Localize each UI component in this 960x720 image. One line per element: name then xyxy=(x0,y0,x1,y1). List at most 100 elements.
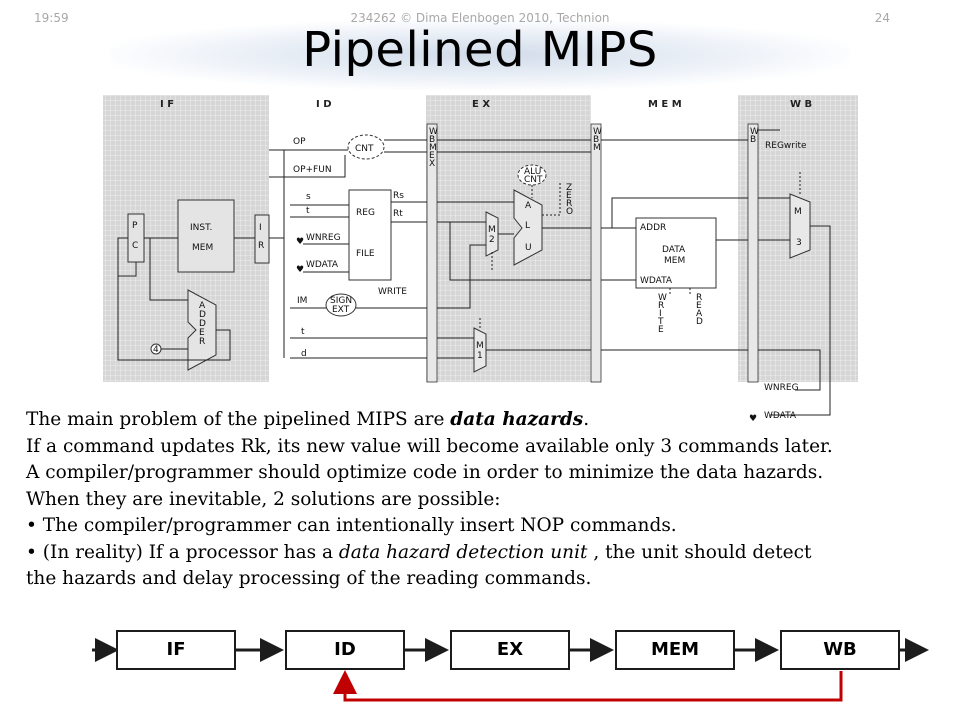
read-ctl-d: D xyxy=(696,317,703,327)
wire-rt-mem xyxy=(449,222,591,281)
sig-write: WRITE xyxy=(378,287,407,297)
stage-label-mem: M E M xyxy=(648,99,682,110)
wire-zero xyxy=(542,182,561,216)
sign-ext-label-2: EXT xyxy=(332,305,350,315)
stage-label-id: I D xyxy=(316,99,332,110)
adder-d1: D xyxy=(199,310,206,320)
latch-memwb-b: B xyxy=(750,135,756,145)
latch-idex-w: W xyxy=(429,127,438,137)
body-line-1-prefix: The main problem of the pipelined MIPS a… xyxy=(26,409,451,430)
pipeline-box-if: IF xyxy=(116,630,236,670)
cnt-block xyxy=(347,134,385,160)
sign-ext-label-1: SIGN xyxy=(330,296,352,306)
inst-mem-label-2: MEM xyxy=(192,243,213,253)
sig-wdata: WDATA xyxy=(306,260,339,270)
header-time: 19:59 xyxy=(34,11,69,25)
mux1-block xyxy=(473,327,487,373)
pipeline-box-mem: MEM xyxy=(615,630,735,670)
adder-a: A xyxy=(199,301,206,311)
feedback-arrow-wb-to-id xyxy=(333,670,843,702)
data-mem-block xyxy=(635,217,717,289)
latch-exmem-b: B xyxy=(593,135,599,145)
body-bullet-2-prefix: • (In reality) If a processor has a xyxy=(26,541,339,563)
zero-z: Z xyxy=(566,183,572,193)
alu-cnt-label-2: CNT xyxy=(524,175,543,185)
wdata-out-label: WDATA xyxy=(764,411,797,421)
wire-pc-adder xyxy=(149,238,188,301)
latch-mem-wb xyxy=(747,123,759,383)
body-text: The main problem of the pipelined MIPS a… xyxy=(26,407,946,593)
sig-t2: t xyxy=(301,327,305,337)
body-line-1: The main problem of the pipelined MIPS a… xyxy=(26,407,946,434)
read-ctl-r: R xyxy=(696,293,702,303)
latch-idex-m: M xyxy=(429,143,437,153)
pc-label-p: P xyxy=(132,221,138,231)
write-ctl-r: R xyxy=(658,301,664,311)
sig-opfun: OP+FUN xyxy=(293,165,332,175)
zero-e: E xyxy=(566,191,572,201)
zero-o: O xyxy=(566,207,573,217)
read-ctl-a: A xyxy=(696,309,703,319)
pipeline-box-id: ID xyxy=(285,630,405,670)
title-glow xyxy=(110,20,850,90)
sig-t: t xyxy=(306,206,310,216)
stage-label-ex: E X xyxy=(472,99,490,110)
reg-file-label-1: REG xyxy=(356,208,375,218)
write-ctl-i: I xyxy=(659,309,662,319)
body-bullet-2-emphasis: data hazard detection unit xyxy=(338,541,588,563)
sig-im: IM xyxy=(297,296,307,306)
sig-s: s xyxy=(306,192,311,202)
latch-idex-x: X xyxy=(429,159,435,169)
page-title: Pipelined MIPS xyxy=(302,22,658,78)
inst-mem-label-1: INST. xyxy=(190,223,212,233)
body-line-4: When they are inevitable, 2 solutions ar… xyxy=(26,488,501,510)
pipeline-box-wb: WB xyxy=(780,630,900,670)
mux2-block xyxy=(485,211,499,257)
wire-adder-back xyxy=(117,237,231,361)
body-line-1-emphasis: data hazards xyxy=(450,409,584,430)
wire-pc-loop xyxy=(118,262,137,277)
latch-ex-mem xyxy=(590,123,602,383)
heart-icon-wdata-out: ♥ xyxy=(749,414,757,424)
body-line-1-suffix: . xyxy=(583,409,590,430)
wire-opfun xyxy=(269,155,346,178)
stage-label-if: I F xyxy=(160,99,174,110)
mux3-label-3: 3 xyxy=(796,238,802,248)
zero-r: R xyxy=(566,199,572,209)
body-bullet-2: • (In reality) If a processor has a data… xyxy=(26,540,946,567)
data-mem-label-1: DATA xyxy=(662,245,686,255)
body-line-2: If a command updates Rk, its new value w… xyxy=(26,435,833,457)
mux1-label-m: M xyxy=(476,341,484,351)
wire-wb-mux3-out xyxy=(770,225,831,416)
adder-r: R xyxy=(199,337,205,347)
sig-wnreg: WNREG xyxy=(306,233,341,243)
write-ctl-w: W xyxy=(658,293,667,303)
stage-id-area xyxy=(269,95,426,382)
reg-file-block xyxy=(348,189,392,281)
write-ctl-e: E xyxy=(658,325,664,335)
adder-e: E xyxy=(199,328,205,338)
stage-label-wb: W B xyxy=(790,99,812,110)
latch-exmem-m: M xyxy=(593,143,601,153)
inst-mem-block xyxy=(177,199,235,273)
reg-rs-label: Rs xyxy=(393,191,404,201)
alu-block xyxy=(513,189,543,266)
body-bullet-2-suffix: , the unit should detect xyxy=(587,541,812,563)
latch-memwb-w: W xyxy=(750,127,759,137)
addr-label: ADDR xyxy=(640,223,666,233)
page-number: 24 xyxy=(874,11,890,25)
alu-cnt-label-1: ALU xyxy=(524,167,541,177)
alu-label-l: L xyxy=(525,221,530,231)
pc-label-c: C xyxy=(132,241,138,251)
read-ctl-e: E xyxy=(696,301,702,311)
latch-exmem-w: W xyxy=(593,127,602,137)
wire-wb-wnreg xyxy=(758,349,821,391)
cnt-label: CNT xyxy=(355,144,374,154)
latch-idex-b: B xyxy=(429,135,435,145)
latch-id-ex xyxy=(426,123,438,383)
adder-block xyxy=(187,289,217,371)
heart-icon-wdata: ♥ xyxy=(296,265,304,275)
latch-idex-e: E xyxy=(429,151,435,161)
alu-cnt-block xyxy=(517,164,547,186)
